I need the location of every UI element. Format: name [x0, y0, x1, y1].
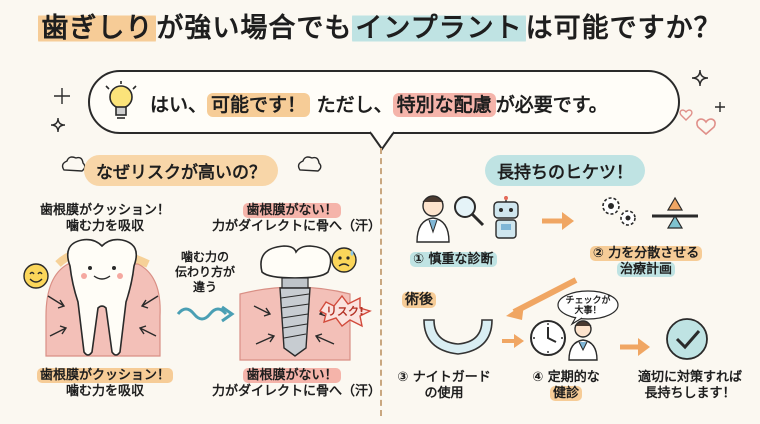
balance-scale-icon	[652, 196, 698, 229]
arrow-right-icon	[542, 212, 574, 230]
left-section-heading: なぜリスクが高いの？	[84, 155, 278, 186]
doctor-icon	[416, 195, 450, 243]
implant-no-ligament-label-bottom: 歯根膜がない！ 力がダイレクトに骨へ（汗）	[212, 368, 382, 399]
clock-icon	[530, 320, 566, 356]
tooth-cushion-label-bottom: 歯根膜がクッション！ 噛む力を吸収	[30, 368, 180, 400]
tooth-cushion-label-top: 歯根膜がクッション！ 噛む力を吸収	[39, 203, 170, 234]
answer-text: はい、可能です！ ただし、特別な配慮が必要です。	[150, 93, 608, 117]
step4-label: ④ 定期的な 健診	[532, 370, 600, 401]
gears-icon	[602, 197, 636, 226]
robot-icon	[493, 196, 519, 239]
arrow-down-left-icon	[506, 277, 578, 320]
arrow-right-icon-3	[620, 338, 650, 356]
title-highlight-implant: インプラント	[352, 13, 526, 44]
answer-possible-highlight: 可能です！	[207, 93, 311, 117]
section-divider	[380, 148, 382, 416]
title-text-middle: が強い場合でも	[156, 13, 353, 44]
bubble-tail	[369, 129, 395, 151]
title-text-end: は可能ですか？	[525, 13, 722, 44]
implant-no-ligament-label-top: 歯根膜がない！ 力がダイレクトに骨へ（汗）	[212, 203, 382, 234]
natural-tooth-illustration	[45, 238, 161, 357]
arrow-right-icon-2	[502, 334, 524, 348]
answer-special-care-highlight: 特別な配慮	[392, 93, 496, 117]
wavy-arrow-icon	[176, 305, 235, 323]
step1-label: ① 慎重な診断	[410, 252, 497, 268]
cloud-puff-icon-right	[297, 156, 322, 172]
night-guard-icon	[423, 319, 493, 355]
dentist-icon	[568, 320, 598, 361]
step2-label: ② 力を分散させる 治療計画	[576, 246, 716, 278]
step3-label: ③ ナイトガード の使用	[397, 370, 491, 401]
right-section-heading: 長持ちのヒケツ！	[485, 155, 645, 186]
risk-label: リスク!	[326, 305, 365, 318]
check-bubble-text: チェックが 大事！	[565, 296, 611, 316]
smiley-face-icon	[23, 263, 49, 289]
conclusion-label: 適切に対策すれば 長持ちします！	[637, 370, 742, 401]
checkmark-circle-icon	[666, 318, 708, 360]
check-speech-bubble	[557, 290, 619, 326]
magnifier-icon	[454, 196, 485, 227]
implant-illustration	[239, 245, 351, 361]
worried-face-icon	[331, 247, 357, 273]
lightbulb-icon	[105, 81, 137, 119]
answer-speech-bubble	[88, 70, 680, 134]
force-transfer-label: 噛む力の 伝わり方が 違う	[174, 250, 235, 294]
risk-burst-icon	[318, 294, 372, 328]
cloud-puff-icon	[61, 156, 86, 172]
page-title: 歯ぎしりが強い場合でもインプラントは可能ですか？	[0, 6, 760, 45]
title-highlight-bruxism: 歯ぎしり	[38, 13, 157, 44]
post-treatment-heading: 術後	[402, 292, 436, 309]
